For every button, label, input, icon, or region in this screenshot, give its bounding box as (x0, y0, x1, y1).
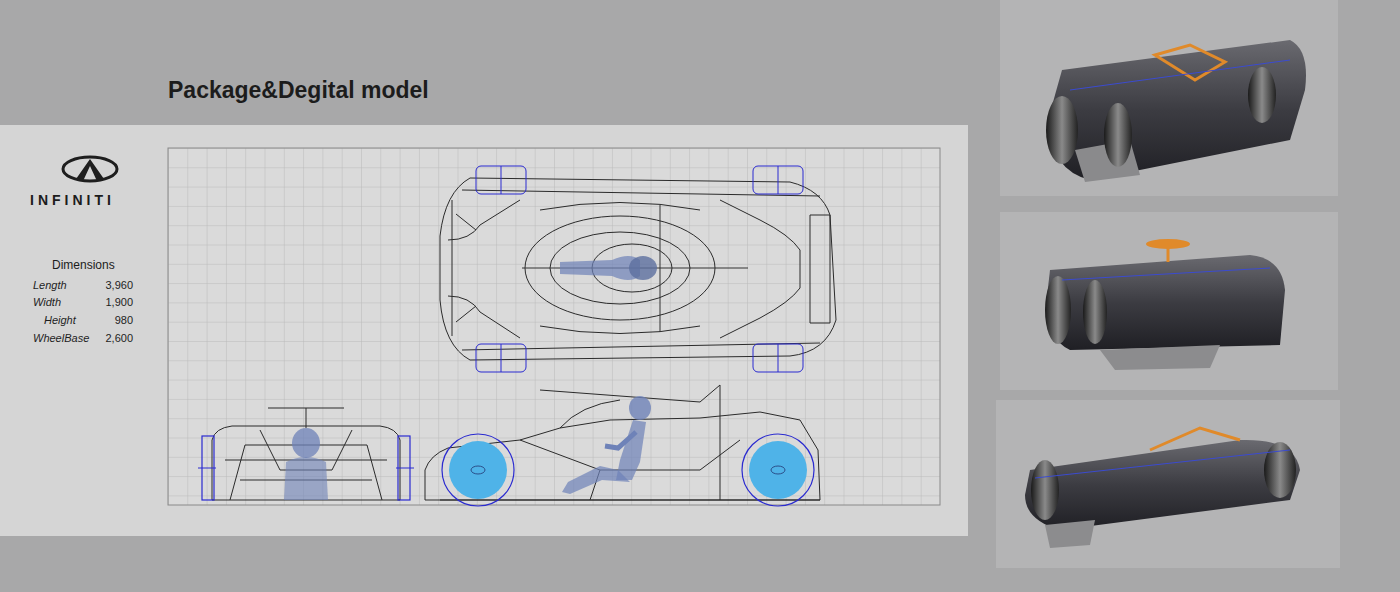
dimension-name: Width (33, 296, 61, 308)
dimension-name: Length (33, 279, 67, 291)
dimension-name: WheelBase (33, 332, 89, 344)
brand-name: INFINITI (30, 192, 115, 208)
brand-logo (63, 157, 117, 181)
render-front (1045, 239, 1285, 370)
dimension-value: 1,900 (105, 296, 133, 308)
render-panels (996, 0, 1340, 568)
driver-top (560, 256, 657, 280)
front-view (212, 408, 400, 500)
top-wheels (476, 166, 803, 372)
slide-title: Package&Degital model (168, 77, 429, 104)
dimension-value: 2,600 (105, 332, 133, 344)
table-heading: Dimensions (52, 258, 115, 272)
dimension-value: 3,960 (105, 279, 133, 291)
side-view (425, 385, 820, 500)
driver-front (284, 428, 328, 500)
render-rear (1046, 40, 1306, 182)
top-view (440, 178, 836, 360)
dimension-value: 980 (115, 314, 133, 326)
driver-side (562, 396, 651, 494)
side-wheels (442, 434, 814, 506)
render-side (1025, 428, 1300, 548)
dimension-name: Height (44, 314, 76, 326)
front-wheels (198, 436, 414, 500)
